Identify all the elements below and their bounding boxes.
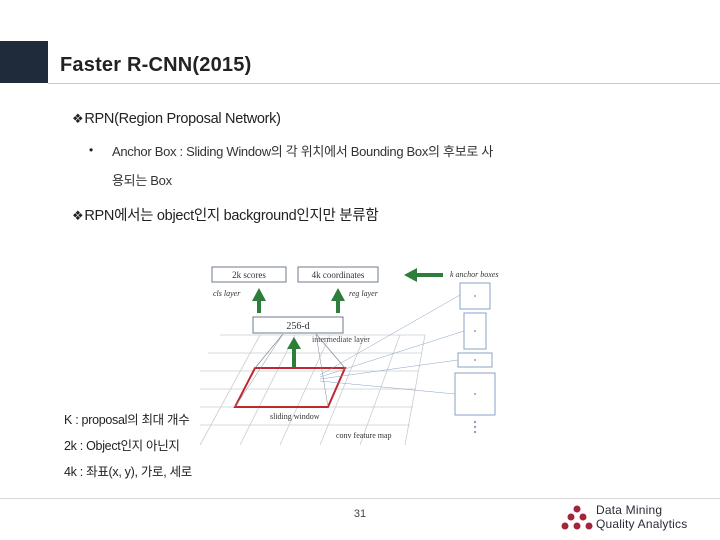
title-accent-bar	[0, 41, 48, 83]
cls-layer-label: cls layer	[213, 289, 241, 298]
diamond-bullet-icon: ❖	[72, 111, 84, 126]
conv-feature-map-grid	[200, 334, 426, 446]
bullet-rpn-text: RPN(Region Proposal Network)	[84, 111, 281, 127]
slide-title: Faster R-CNN(2015)	[60, 54, 252, 76]
anchor-box-desc-line2: 용되는 Box	[112, 173, 172, 188]
sliding-window-box	[233, 367, 347, 408]
scores-label: 2k scores	[232, 270, 266, 280]
note-k: K : proposal의 최대 개수	[64, 413, 190, 427]
bullet-classification-text: RPN에서는 object인지 background인지만 분류함	[84, 208, 379, 224]
anchor-box-desc-line1: Anchor Box : Sliding Window의 각 위치에서 Boun…	[112, 144, 493, 159]
logo-line2: Quality Analytics	[596, 517, 688, 531]
diamond-bullet-icon: ❖	[72, 208, 84, 223]
intermediate-layer-box	[252, 316, 344, 334]
logo-line1: Data Mining	[596, 503, 663, 517]
reg-layer-label: reg layer	[349, 289, 379, 298]
anchor-boxes	[454, 282, 496, 416]
d256-label: 256-d	[286, 321, 309, 332]
note-4k: 4k : 좌표(x, y), 가로, 세로	[64, 465, 192, 479]
title-divider	[48, 83, 720, 84]
anchor-boxes-label: k anchor boxes	[450, 270, 498, 279]
rpn-figure: 256-d intermediate layer 2k scores 4k co…	[200, 266, 498, 446]
footer-divider	[0, 498, 720, 499]
dot-bullet-icon: •	[89, 143, 94, 157]
bullet-classification: ❖RPN에서는 object인지 background인지만 분류함	[72, 204, 379, 225]
coordinates-label: 4k coordinates	[312, 270, 365, 280]
scores-box	[211, 266, 287, 283]
coordinates-box	[297, 266, 379, 283]
intermediate-layer-label: intermediate layer	[312, 335, 370, 344]
conv-feature-map-label: conv feature map	[336, 431, 392, 440]
note-2k: 2k : Object인지 아닌지	[64, 439, 180, 453]
logo-mark-icon	[561, 505, 593, 530]
bullet-rpn: ❖RPN(Region Proposal Network)	[72, 111, 281, 127]
sliding-window-label: sliding window	[270, 412, 320, 421]
page-number: 31	[353, 508, 367, 520]
